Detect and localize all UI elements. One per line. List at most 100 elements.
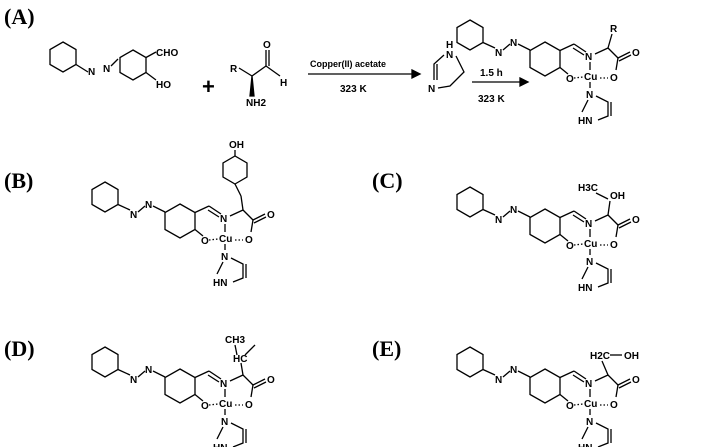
imidazole-hn: HN (213, 278, 227, 289)
arrow1-bottom-label: 323 K (340, 84, 367, 95)
bond (244, 344, 256, 356)
oh-label: OH (229, 140, 244, 151)
azo-n: N (130, 375, 137, 386)
bond (152, 370, 166, 378)
bond (595, 262, 609, 288)
bond (594, 47, 609, 55)
cu-label: Cu (219, 234, 232, 245)
bond (152, 205, 166, 213)
aryl-ring (164, 203, 196, 239)
bond (194, 393, 204, 402)
arrow2-bottom-label: 323 K (478, 94, 505, 105)
bond (615, 57, 619, 71)
phenolate-o: O (566, 74, 574, 85)
imine-n: N (220, 379, 227, 390)
bond (207, 374, 220, 383)
carbonyl-o: O (267, 210, 275, 221)
bond (229, 374, 244, 382)
oh-label: OH (624, 351, 639, 362)
bond (137, 205, 146, 213)
azo-n: N (510, 38, 517, 49)
plus-sign: + (202, 74, 215, 99)
carboxyl-o: O (245, 235, 253, 246)
copper-complex-e: NNNOCuOONHNH2COH (456, 346, 640, 447)
bond (517, 210, 531, 218)
bond (607, 47, 619, 59)
bond (617, 51, 631, 59)
bond (502, 43, 511, 51)
bond (559, 66, 569, 75)
aryl-ring (529, 41, 561, 77)
bond (607, 214, 619, 226)
carboxyl-o: O (610, 240, 618, 251)
bond (117, 203, 131, 211)
azo-n: N (495, 215, 502, 226)
r-group: R (610, 24, 618, 35)
bond (208, 238, 219, 241)
oh-label: OH (610, 191, 625, 202)
azo-n: N (510, 205, 517, 216)
bond (208, 205, 222, 215)
bond (572, 374, 585, 383)
bond (607, 374, 619, 386)
phenolate-o: O (201, 401, 209, 412)
imine-n: N (585, 219, 592, 230)
imidazole: H N N (428, 40, 465, 95)
carbonyl-o: O (632, 215, 640, 226)
bond (601, 360, 609, 376)
imidazole-n: N (586, 417, 593, 428)
carboxyl-o: O (245, 400, 253, 411)
r-label: R (230, 64, 238, 75)
bond (234, 183, 242, 197)
bond (581, 426, 589, 440)
bond (559, 43, 575, 52)
imidazole-h: H (446, 40, 453, 51)
carboxyl-o: O (610, 73, 618, 84)
bond (615, 224, 619, 238)
bond (573, 76, 584, 79)
bond (573, 403, 584, 406)
azo-n: N (495, 375, 502, 386)
bond (250, 219, 254, 233)
bond (482, 368, 496, 376)
bond (594, 374, 609, 382)
bond (208, 403, 219, 406)
bond (230, 422, 244, 447)
azo-n: N (130, 210, 137, 221)
panel-label-b: (B) (4, 168, 33, 193)
azo-n: N (145, 365, 152, 376)
azo-salicylaldehyde: N N CHO HO (49, 41, 178, 91)
azo-n1: N (88, 67, 95, 78)
cho-label: CHO (156, 48, 178, 59)
bond (240, 362, 244, 376)
bond (572, 214, 585, 223)
bond (595, 422, 609, 447)
phenyl-ring (91, 346, 119, 378)
phenyl-ring (91, 181, 119, 213)
bond (618, 381, 632, 389)
bond (517, 43, 531, 51)
bond (559, 370, 575, 379)
imidazole-hn: HN (578, 443, 592, 447)
bond (194, 228, 204, 237)
panel-label-d: (D) (4, 336, 35, 361)
imine-n: N (585, 52, 592, 63)
bond (595, 95, 609, 121)
arrow2-top-label: 1.5 h (480, 68, 503, 79)
bond (208, 370, 222, 380)
bond (618, 221, 632, 229)
panel-label-c: (C) (372, 168, 403, 193)
bond (234, 344, 238, 356)
panel-label-e: (E) (372, 336, 401, 361)
cu-label: Cu (584, 72, 597, 83)
imidazole-n: N (221, 252, 228, 263)
aryl-ring (164, 368, 196, 404)
bond (581, 266, 589, 280)
bond (617, 378, 631, 386)
bond (595, 192, 609, 200)
imidazole-n: N (586, 90, 593, 101)
bond (242, 209, 254, 221)
